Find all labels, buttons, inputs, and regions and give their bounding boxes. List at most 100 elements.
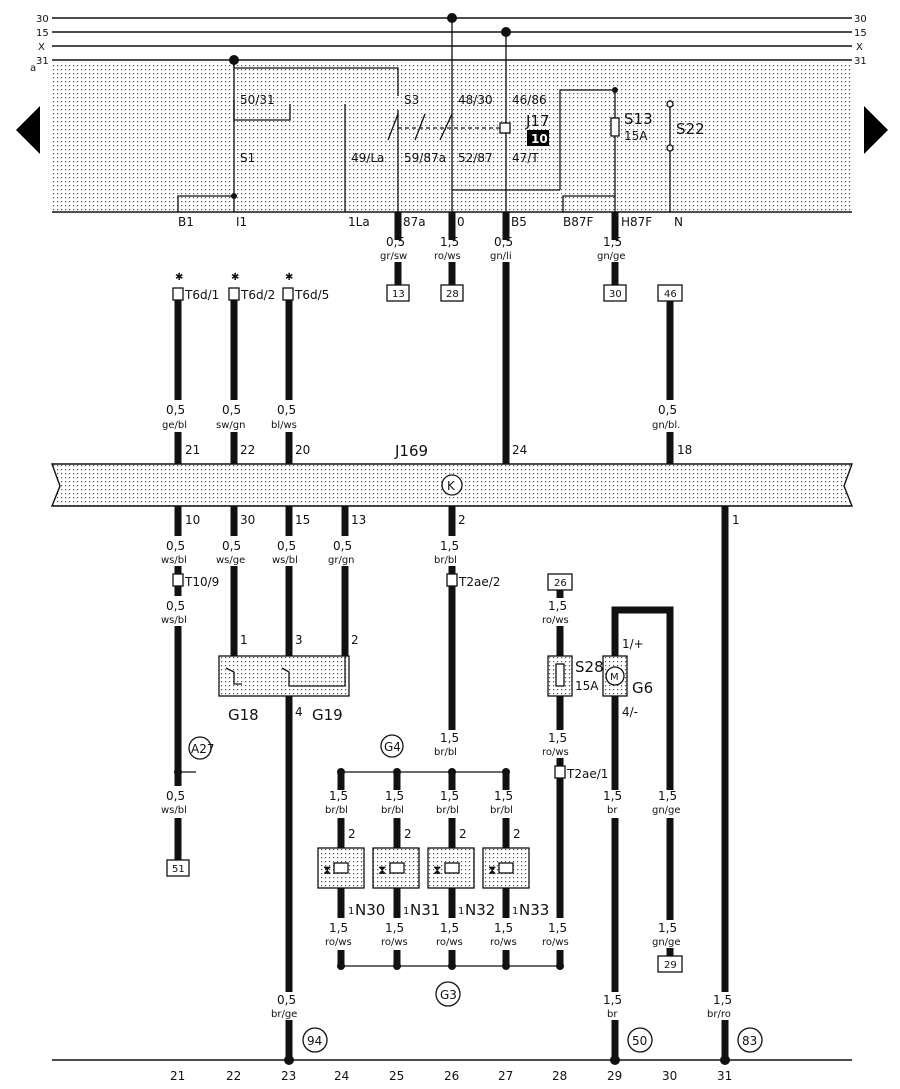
pin-number: 2 (404, 827, 412, 841)
circle-ref-g4: G4 (384, 740, 401, 754)
column-number: 21 (170, 1069, 185, 1083)
wire-size: 1,5 (548, 731, 567, 745)
wire-color: br/bl (490, 805, 513, 816)
previous-page-arrow-icon[interactable] (16, 106, 40, 154)
pin-number: 2 (459, 827, 467, 841)
wire-size: 0,5 (222, 403, 241, 417)
junction-t10-9: T10/9 (184, 575, 219, 589)
wire-size: 1,5 (385, 789, 404, 803)
svg-text:✱: ✱ (285, 272, 293, 283)
wire-size: 1,5 (385, 921, 404, 935)
ref-box (386, 284, 410, 302)
bus-label-left-x: X (38, 42, 45, 53)
fuse-label-s13: S13 (624, 110, 653, 128)
pin-number: 20 (295, 443, 310, 457)
column-number: 30 (662, 1069, 677, 1083)
column-number: 25 (389, 1069, 404, 1083)
relay-label-47-t: 47/T (512, 151, 539, 165)
wire-size: 1,5 (440, 921, 459, 935)
injectors: 1,5 br/bl G4 1,5 br/bl 1,5 br/bl 1,5 br/… (317, 731, 564, 1007)
wire-color: ro/ws (325, 937, 352, 948)
bus-label-aux: a (30, 63, 36, 74)
next-page-arrow-icon[interactable] (864, 106, 888, 154)
injector-label: N31 (410, 901, 440, 919)
svg-text:✱: ✱ (175, 272, 183, 283)
wire-color: gr/sw (380, 251, 407, 262)
wire-size: 1,5 (440, 539, 459, 553)
wire-size: 1,5 (440, 789, 459, 803)
module-symbol: K (447, 479, 456, 493)
wire-color: br/bl (381, 805, 404, 816)
pin-number: 1 (348, 906, 354, 917)
pin-number: 21 (185, 443, 200, 457)
relay-internals: 10 50/31 S1 S3 48/30 46/86 J17 49/La 59/… (177, 13, 705, 212)
ref-number: 13 (392, 289, 405, 300)
column-number: 31 (717, 1069, 732, 1083)
wire-color: ws/bl (161, 555, 187, 566)
ref-box (440, 284, 464, 302)
ground-wires: 0,5 br/ge 1,5 br/ro 94 50 83 (52, 993, 852, 1065)
fuse-rating-s13: 15A (624, 129, 648, 143)
left-bottom-branch: A27 0,5 ws/bl 51 (161, 736, 214, 877)
wire-size: 0,5 (386, 235, 405, 249)
wire-size: 1,5 (603, 993, 622, 1007)
wire-color: ro/ws (490, 937, 517, 948)
ref-number: 26 (554, 578, 567, 589)
column-numbers: 21 22 23 24 25 26 27 28 29 30 31 (170, 1069, 732, 1083)
pin-number: 15 (295, 513, 310, 527)
circle-ref-g3: G3 (440, 988, 457, 1002)
wire-size: 0,5 (333, 539, 352, 553)
wire-color: gn/ge (597, 251, 626, 262)
wire-color: br (607, 1009, 618, 1020)
wire-color: ro/ws (434, 251, 461, 262)
column-number: 24 (334, 1069, 349, 1083)
wire-color: ws/bl (161, 805, 187, 816)
ref-number: 46 (664, 289, 677, 300)
terminal-0: 0 (457, 215, 465, 229)
wire-size: 1,5 (329, 789, 348, 803)
fuse-rating-s28: 15A (575, 679, 599, 693)
pin-number: 3 (295, 633, 303, 647)
upper-left-wires: ✱ ✱ ✱ T6d/1 T6d/2 T6d/5 46 0,5 ge/bl 0,5… (162, 272, 692, 464)
wire-color: br/bl (436, 805, 459, 816)
wire-size: 1,5 (440, 235, 459, 249)
terminal-1la: 1La (348, 215, 370, 229)
ground-ref: 50 (632, 1034, 647, 1048)
connector-t6d-1: T6d/1 (184, 288, 219, 302)
wire-color: ge/bl (162, 420, 187, 431)
wire-color: br (607, 805, 618, 816)
bus-label-right-x: X (856, 42, 863, 53)
wire-color: gn/ge (652, 805, 681, 816)
wire-size: 1,5 (329, 921, 348, 935)
wire-color: br/ge (271, 1009, 297, 1020)
ground-ref: 94 (307, 1034, 322, 1048)
switch-label-s22: S22 (676, 120, 705, 138)
wire-size: 0,5 (166, 789, 185, 803)
fuse-label-s28: S28 (575, 658, 604, 676)
relay-label-50-31: 50/31 (240, 93, 275, 107)
wire-color: ro/ws (436, 937, 463, 948)
wire-size: 0,5 (277, 403, 296, 417)
ref-number: 28 (446, 289, 459, 300)
pin-number: 22 (240, 443, 255, 457)
column-number: 29 (607, 1069, 622, 1083)
pin-number: 30 (240, 513, 255, 527)
svg-text:⧗: ⧗ (433, 863, 441, 877)
lower-wires: 10 30 15 13 2 1 0,5 ws/bl 0,5 ws/ge 0,5 … (161, 506, 740, 992)
relay-position-number: 10 (531, 132, 548, 146)
wire-size: 1,5 (658, 921, 677, 935)
sensor-label-g18: G18 (228, 706, 259, 724)
terminal-h87f: H87F (621, 215, 652, 229)
pin-number: 1 (732, 513, 740, 527)
wire-color: gr/gn (328, 555, 355, 566)
wire-color: ro/ws (381, 937, 408, 948)
pin-number: 2 (348, 827, 356, 841)
svg-text:✱: ✱ (231, 272, 239, 283)
pin-number: 13 (351, 513, 366, 527)
ref-box (603, 284, 627, 302)
pin-number: 2 (513, 827, 521, 841)
wire-size: 1,5 (658, 789, 677, 803)
wire-size: 1,5 (603, 789, 622, 803)
relay-label-j17: J17 (525, 112, 550, 130)
connector-t6d-5: T6d/5 (294, 288, 329, 302)
